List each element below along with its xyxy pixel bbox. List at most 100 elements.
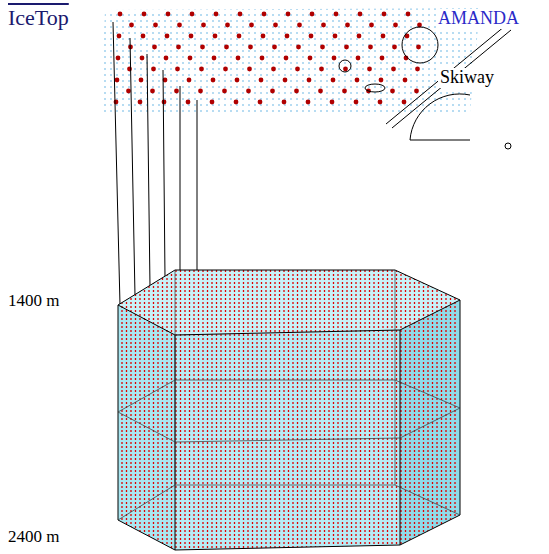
amanda-circle [365,84,385,92]
depth-label: 2400 m [6,528,61,547]
station-dot [345,23,350,28]
station-dot [330,100,335,105]
string-line [396,266,397,553]
station-dot [115,78,120,83]
station-dot [282,100,287,105]
string-line [400,266,401,553]
string-line [432,266,433,553]
station-dot [294,89,299,94]
station-dot [176,45,181,50]
string-line [297,266,298,553]
station-dot [260,56,265,61]
string-line [225,266,226,553]
station-dot [321,23,326,28]
station-dot [382,12,387,17]
string-line [436,266,437,553]
station-dot [151,67,156,72]
string-line [418,266,419,553]
string-line [202,266,203,553]
string-line [414,266,415,553]
string-line [198,266,199,553]
station-dot [356,56,361,61]
station-dot [332,56,337,61]
string-line [144,266,145,553]
station-dot [246,89,251,94]
station-dot [403,78,408,83]
string-line [279,266,280,553]
string-line [351,266,352,553]
station-dot [210,100,215,105]
station-dot [402,100,407,105]
station-dot [271,67,276,72]
station-dot [272,45,277,50]
station-dot [165,34,170,39]
string-line [180,266,181,553]
station-dot [331,78,336,83]
station-dot [164,56,169,61]
string-line [288,266,289,553]
cable-line [163,70,165,278]
station-dot [283,78,288,83]
marker-circle [505,143,511,149]
skiway-arc [410,140,470,141]
string-line [301,266,302,553]
station-dot [259,78,264,83]
station-dot [177,23,182,28]
station-dot [393,23,398,28]
station-dot [368,45,373,50]
string-line [342,266,343,553]
station-dot [198,89,203,94]
station-dot [222,89,227,94]
station-dot [118,12,123,17]
string-line [243,266,244,553]
station-dot [354,100,359,105]
string-line [265,266,266,553]
station-dot [114,100,119,105]
station-dot [142,12,147,17]
station-dot [320,45,325,50]
station-dot [369,23,374,28]
station-dot [140,56,145,61]
station-dot [166,12,171,17]
station-dot [273,23,278,28]
station-dot [310,12,315,17]
string-line [373,266,374,553]
cable-line [147,54,150,287]
cable-line [113,22,120,305]
station-dot [381,34,386,39]
string-line [184,266,185,553]
array-name: IceTop [6,6,71,30]
skiway-line [392,30,511,128]
station-dot [270,89,275,94]
station-dot [225,23,230,28]
string-line [292,266,293,553]
station-dot [248,45,253,50]
string-line [252,266,253,553]
string-line [247,266,248,553]
station-dot [391,67,396,72]
station-dot [416,45,421,50]
station-dot [390,89,395,94]
amanda-circle [339,60,351,72]
string-line [234,266,235,553]
cable-line [197,100,198,270]
station-dot [129,23,134,28]
string-line [153,266,154,553]
icetop-stations [114,12,422,105]
string-line [324,266,325,553]
station-dot [174,89,179,94]
string-line [207,266,208,553]
string-line [148,266,149,553]
string-line [427,266,428,553]
string-line [319,266,320,553]
station-dot [201,23,206,28]
string-line [423,266,424,553]
string-line [130,266,131,553]
station-dot [224,45,229,50]
string-line [238,266,239,553]
station-dot [261,34,266,39]
string-line [270,266,271,553]
station-dot [141,34,146,39]
station-dot [138,100,143,105]
